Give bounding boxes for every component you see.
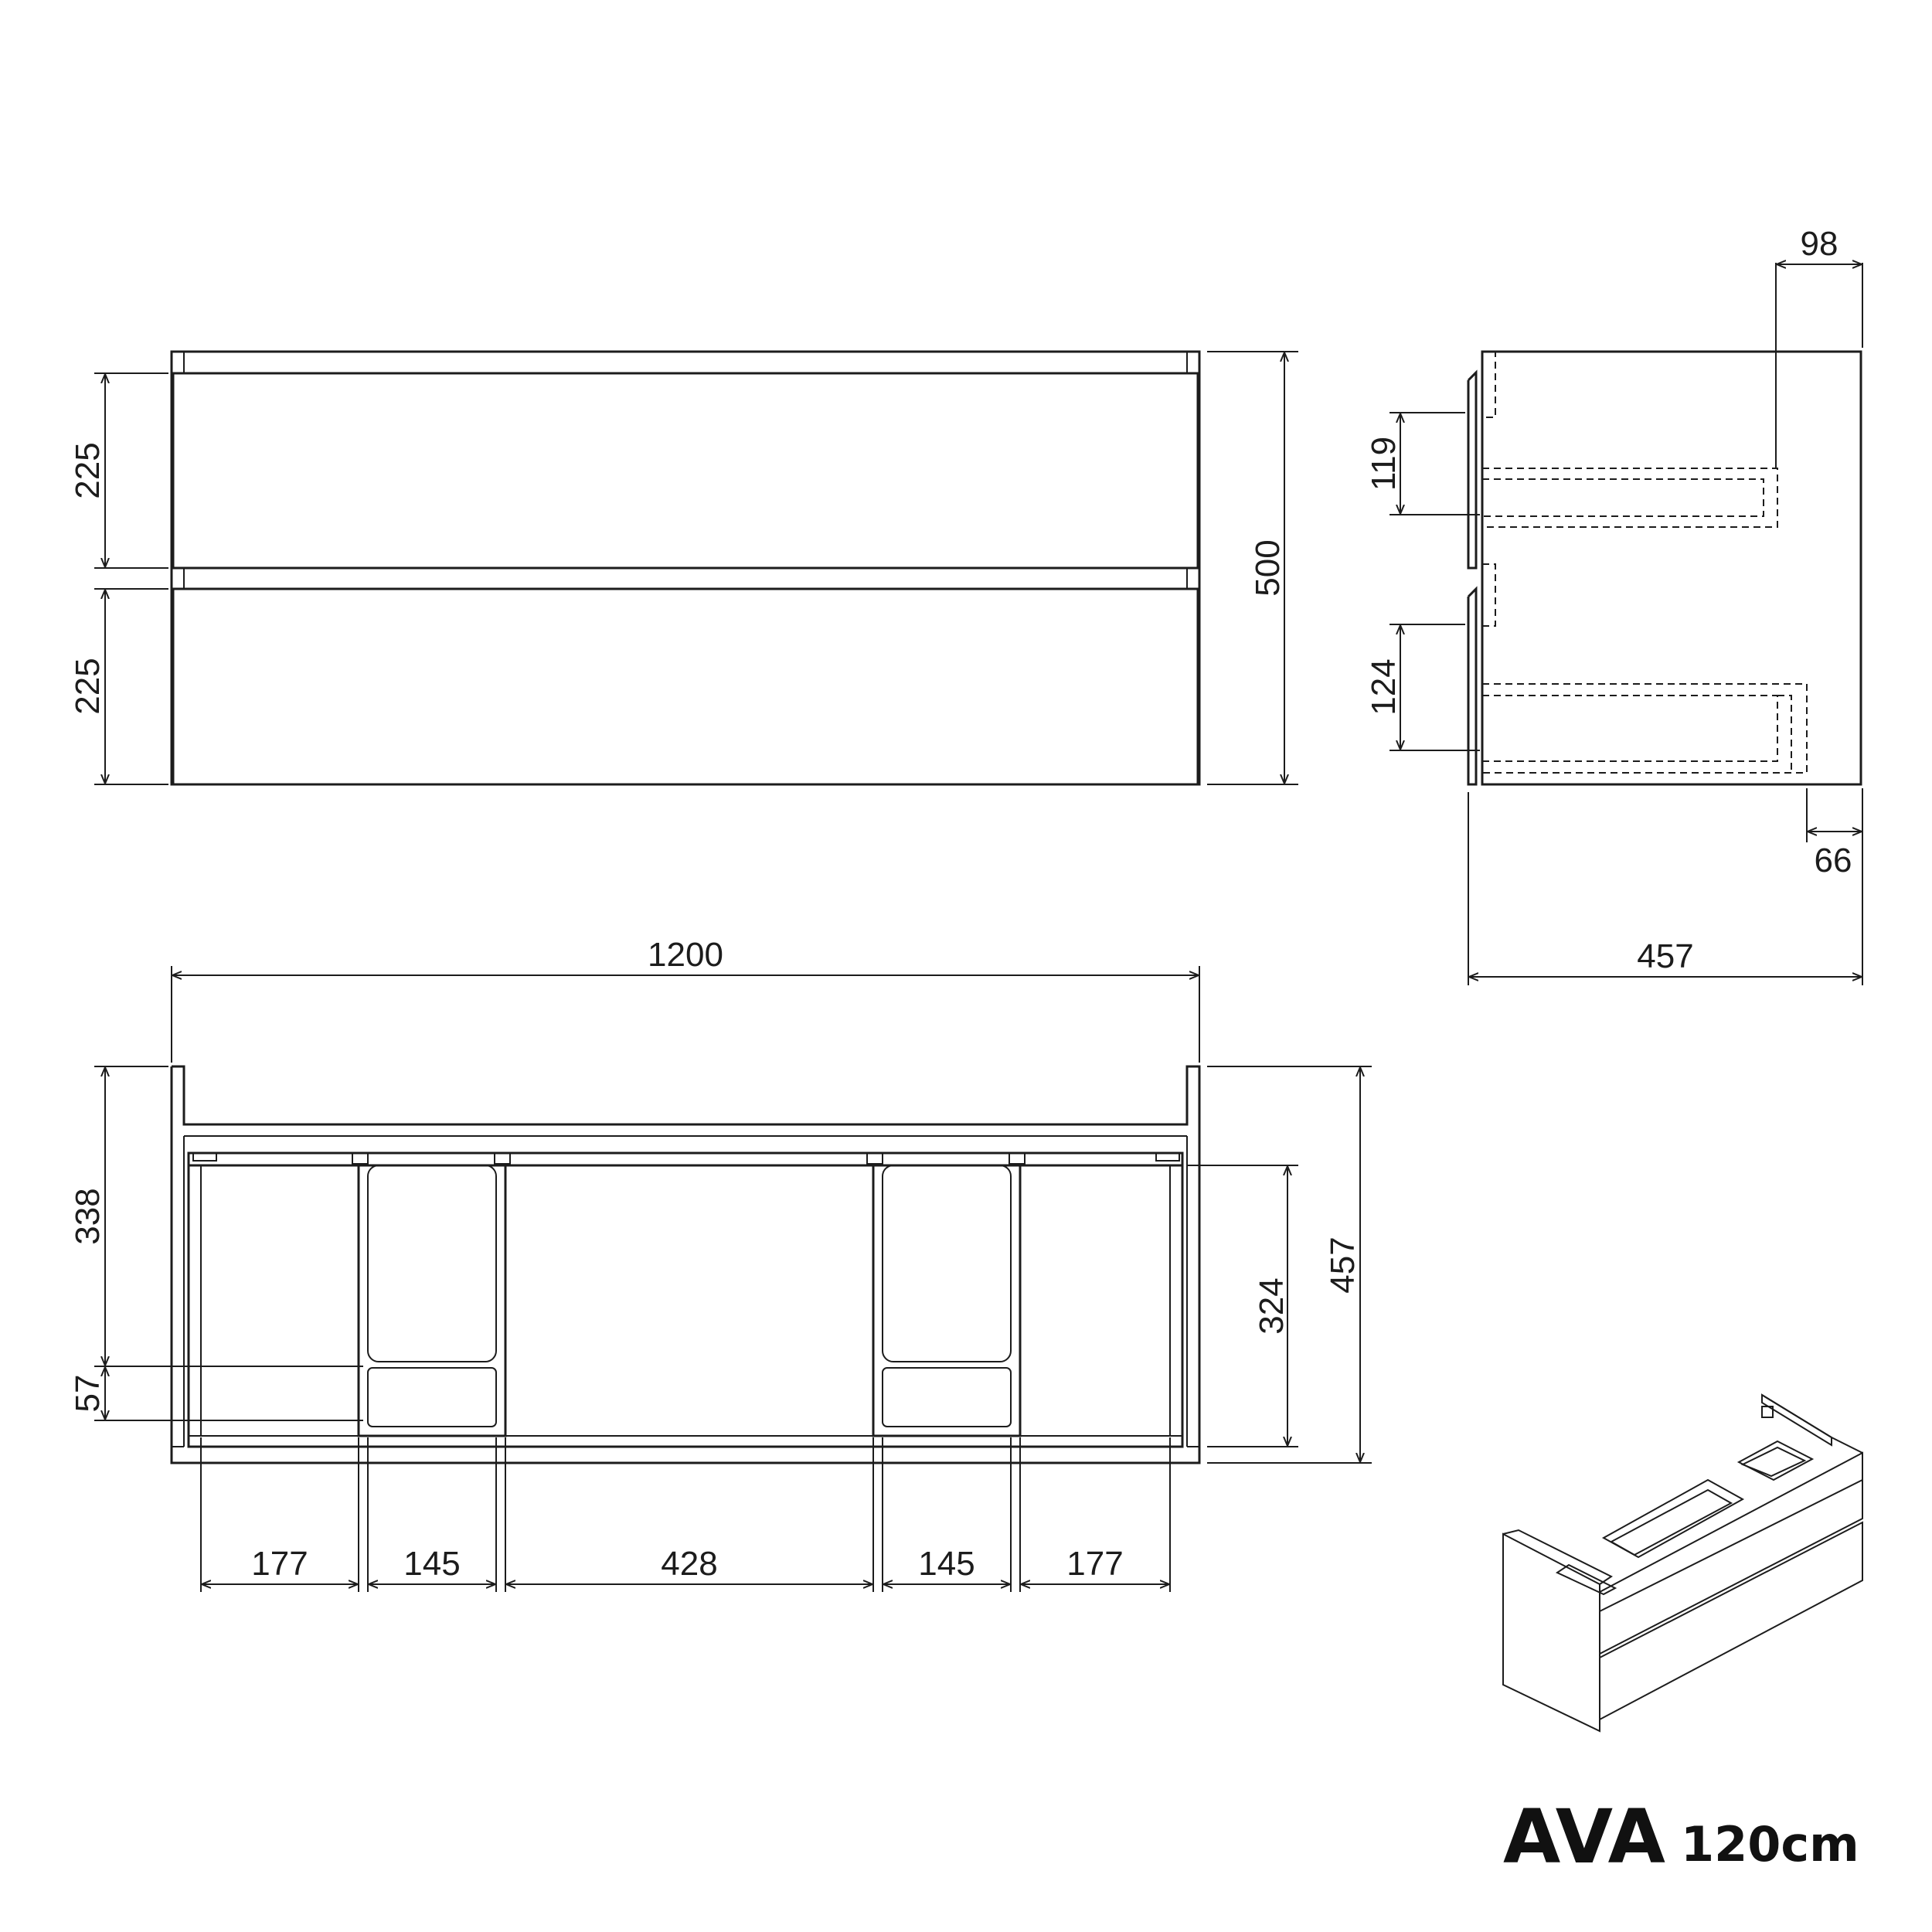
isometric-view	[1502, 1393, 1863, 1733]
dim-bottom-offset-label: 66	[1815, 842, 1852, 879]
dim-total-width-label: 1200	[648, 936, 723, 974]
dim-inner-depth-label: 324	[1253, 1277, 1291, 1334]
right-cutout	[872, 1164, 1022, 1437]
top-view: 1200 338 57 324 457	[69, 936, 1372, 1592]
front-drawer-bottom	[172, 587, 1199, 786]
dim-upper-drawer-label: 119	[1365, 437, 1403, 491]
dim-left-small-label: 57	[69, 1375, 107, 1413]
dim-top-offset-label: 98	[1801, 225, 1838, 263]
dim-width-5-label: 177	[1066, 1545, 1123, 1583]
dim-left-depth-label: 338	[69, 1188, 107, 1244]
left-cutout	[357, 1164, 507, 1437]
side-body	[1481, 350, 1862, 786]
dim-width-4-label: 145	[918, 1545, 975, 1583]
dim-total-depth-label: 457	[1324, 1236, 1362, 1293]
model-name: AVA	[1503, 1794, 1665, 1880]
dim-drawer-bottom-label: 225	[69, 658, 107, 714]
front-drawer-top	[172, 372, 1199, 570]
dim-side-depth-label: 457	[1637, 937, 1693, 975]
top-drawer-rim	[187, 1151, 1184, 1448]
dim-width-1-label: 177	[251, 1545, 308, 1583]
dim-total-height-label: 500	[1249, 539, 1287, 596]
model-size: 120cm	[1681, 1816, 1859, 1872]
width-extension-lines	[200, 1437, 1171, 1592]
dim-width-3-label: 428	[661, 1545, 717, 1583]
side-view: 98 119 124 66 457	[1365, 225, 1863, 985]
front-view: 225 225 500	[69, 350, 1298, 786]
dim-width-2-label: 145	[403, 1545, 460, 1583]
dim-drawer-top-label: 225	[69, 442, 107, 498]
dim-lower-drawer-label: 124	[1365, 658, 1403, 715]
